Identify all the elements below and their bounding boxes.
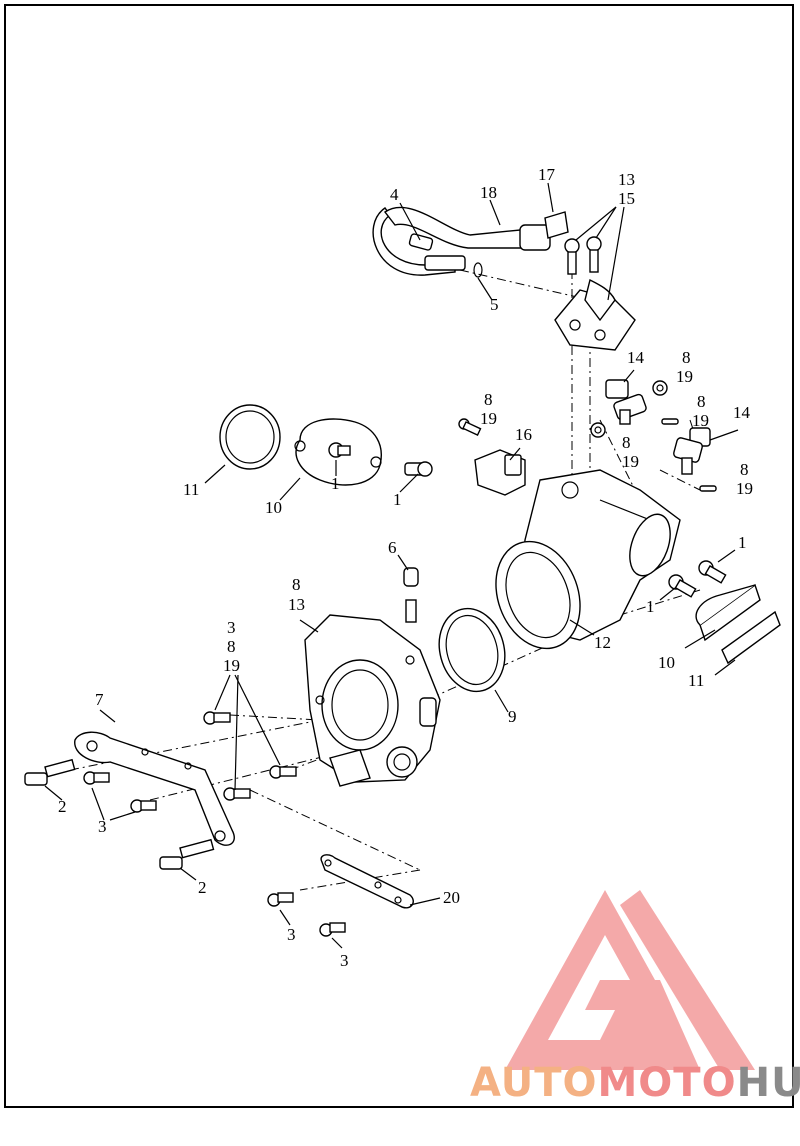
fuel-hose-assembly <box>372 206 569 278</box>
callout-14-upper: 14 <box>627 348 645 367</box>
callout-2-left: 2 <box>58 797 67 816</box>
callout-3-bottom: 3 <box>340 951 349 970</box>
support-bracket <box>74 731 235 846</box>
sensor-connector <box>474 449 526 496</box>
callout-8-left: 8 <box>484 390 493 409</box>
callout-15: 15 <box>618 189 635 208</box>
callout-8-group: 8 <box>227 637 236 656</box>
callout-19-far-right: 19 <box>736 479 753 498</box>
callout-3-group: 3 <box>227 618 236 637</box>
watermark-logo-mark <box>505 890 755 1070</box>
callout-1-screw: 1 <box>393 490 402 509</box>
callout-19-mid: 19 <box>622 452 639 471</box>
callout-17: 17 <box>538 165 556 184</box>
callout-3-lower: 3 <box>287 925 296 944</box>
gasket-upper-left <box>219 404 281 470</box>
callout-labels: 17 13 15 18 4 5 14 8 19 8 19 14 8 19 8 1… <box>58 165 753 970</box>
callout-10-upper: 10 <box>265 498 282 517</box>
screw-upper-left <box>458 418 482 437</box>
callout-3-left: 3 <box>98 817 107 836</box>
callout-19-right: 19 <box>692 411 709 430</box>
throttle-gasket <box>438 607 506 693</box>
callout-1-right-lower: 1 <box>646 597 655 616</box>
callout-8-mid: 8 <box>622 433 631 452</box>
callout-1-right-upper: 1 <box>738 533 747 552</box>
callout-2-lower: 2 <box>198 878 207 897</box>
callout-13: 13 <box>618 170 635 189</box>
callout-1-plate: 1 <box>331 474 340 493</box>
callout-5: 5 <box>490 295 499 314</box>
leader-lines <box>44 182 739 949</box>
o-rings <box>590 380 717 492</box>
callout-19-group: 19 <box>223 656 240 675</box>
logo-moto: MOTO <box>597 1060 737 1106</box>
callout-13-body: 13 <box>288 595 305 614</box>
studs-and-screws-left <box>24 758 215 870</box>
callout-6: 6 <box>388 538 397 557</box>
callout-9: 9 <box>508 707 517 726</box>
lower-bracket-plate <box>267 854 414 937</box>
vacuum-cap <box>403 567 419 623</box>
screws-1-right <box>668 560 727 598</box>
watermark-logo-text: AUTOMOTOHUB <box>470 1060 800 1106</box>
callout-4: 4 <box>390 185 399 204</box>
gasket-right <box>721 610 781 665</box>
callout-20: 20 <box>443 888 460 907</box>
callout-12: 12 <box>594 633 611 652</box>
fuel-injector-upper <box>605 379 647 425</box>
fuel-injector-right <box>673 427 711 475</box>
callout-11-upper: 11 <box>183 480 199 499</box>
callout-10-right: 10 <box>658 653 675 672</box>
intake-manifold-body <box>304 614 441 787</box>
mounting-plate-right <box>695 583 761 642</box>
logo-auto: AUTO <box>470 1060 598 1106</box>
upper-fuel-rail-bracket <box>554 236 636 351</box>
callout-16: 16 <box>515 425 532 444</box>
diagram-frame <box>4 4 794 1108</box>
screw-1-upper <box>404 461 433 477</box>
callout-11-right: 11 <box>688 671 704 690</box>
callout-19-left: 19 <box>480 409 497 428</box>
callout-8-far-right: 8 <box>740 460 749 479</box>
callout-8-right: 8 <box>697 392 706 411</box>
logo-hub: HUB <box>736 1060 800 1106</box>
callout-8-body: 8 <box>292 575 301 594</box>
callout-18: 18 <box>480 183 497 202</box>
callout-8-upper-right: 8 <box>682 348 691 367</box>
screws-body <box>203 711 297 801</box>
throttle-body-upper <box>495 469 681 650</box>
callout-7: 7 <box>95 690 104 709</box>
callout-19-upper-right: 19 <box>676 367 693 386</box>
callout-14-right: 14 <box>733 403 751 422</box>
mounting-plate-upper-left <box>294 418 382 486</box>
